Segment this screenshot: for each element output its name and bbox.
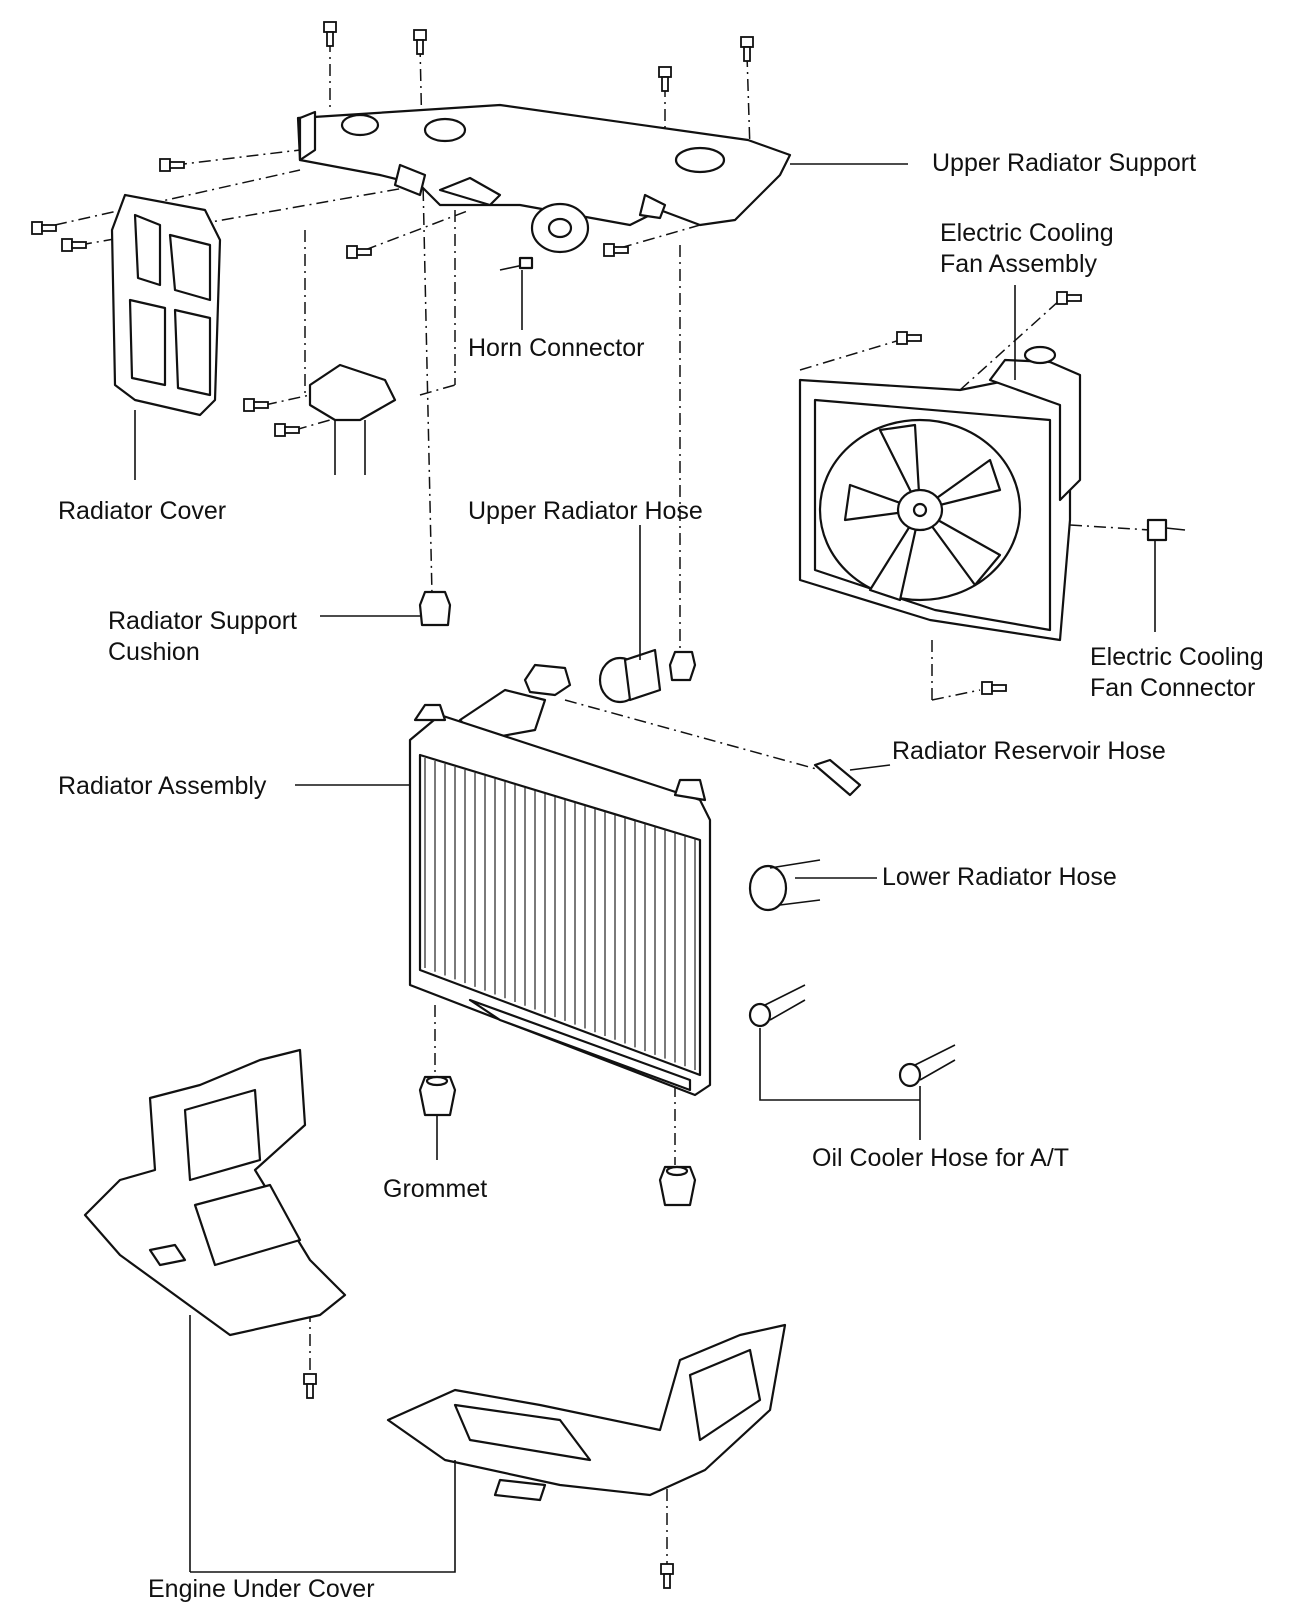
leader-lines [295, 163, 1016, 786]
engine-under-cover-left [83, 1048, 347, 1572]
label-oil-cooler-hose: Oil Cooler Hose for A/T [812, 1144, 1070, 1172]
horn [499, 202, 590, 330]
grommet-parts [418, 1075, 697, 1207]
alignment-lines [54, 40, 1151, 1565]
label-electric-cooling-fan-assembly-line2: Fan Assembly [940, 250, 1098, 278]
label-radiator-reservoir-hose: Radiator Reservoir Hose [892, 737, 1166, 765]
oil-cooler-hoses [748, 984, 956, 1140]
label-radiator-cover: Radiator Cover [58, 497, 227, 525]
label-electric-cooling-fan-assembly-line1: Electric Cooling [940, 219, 1114, 247]
label-electric-cooling-fan-connector-line1: Electric Cooling [1090, 643, 1264, 671]
bolt-icon [1056, 291, 1082, 305]
bolt-icon [243, 398, 269, 412]
bolt-icon [603, 243, 629, 257]
label-upper-radiator-support: Upper Radiator Support [932, 149, 1197, 177]
label-horn-connector: Horn Connector [468, 334, 645, 362]
label-radiator-support-cushion-line2: Cushion [108, 638, 200, 666]
bolt-icon [660, 1563, 674, 1589]
bolt-icon [159, 158, 185, 172]
radiator-support-cushion [320, 590, 452, 627]
electric-cooling-fan-assembly [798, 345, 1082, 642]
bolt-icon [981, 681, 1007, 695]
engine-under-cover-right [190, 1323, 787, 1573]
bolt-icon [896, 331, 922, 345]
bolt-icon [658, 66, 672, 92]
radiator-reservoir-hose [813, 758, 891, 797]
bolt-icon [303, 1373, 317, 1399]
lower-radiator-hose [748, 859, 877, 912]
bracket [308, 363, 397, 475]
bolt-icon [346, 245, 372, 259]
label-radiator-support-cushion-line1: Radiator Support [108, 607, 298, 635]
label-lower-radiator-hose: Lower Radiator Hose [882, 863, 1117, 891]
bolts [31, 21, 1082, 1589]
label-radiator-assembly: Radiator Assembly [58, 772, 267, 800]
bolt-icon [413, 29, 427, 55]
bolt-icon [323, 21, 337, 47]
upper-radiator-support [296, 103, 792, 227]
bolt-icon [61, 238, 87, 252]
label-upper-radiator-hose: Upper Radiator Hose [468, 497, 703, 525]
bolt-icon [274, 423, 300, 437]
radiator-cover [110, 193, 222, 480]
label-grommet: Grommet [383, 1175, 488, 1203]
bolt-icon [740, 36, 754, 62]
label-engine-under-cover: Engine Under Cover [148, 1575, 375, 1603]
upper-radiator-hose [458, 525, 697, 742]
label-electric-cooling-fan-connector-line2: Fan Connector [1090, 674, 1256, 702]
fan-connector [1146, 518, 1186, 632]
radiator-fins [424, 758, 696, 1070]
bolt-icon [31, 221, 57, 235]
